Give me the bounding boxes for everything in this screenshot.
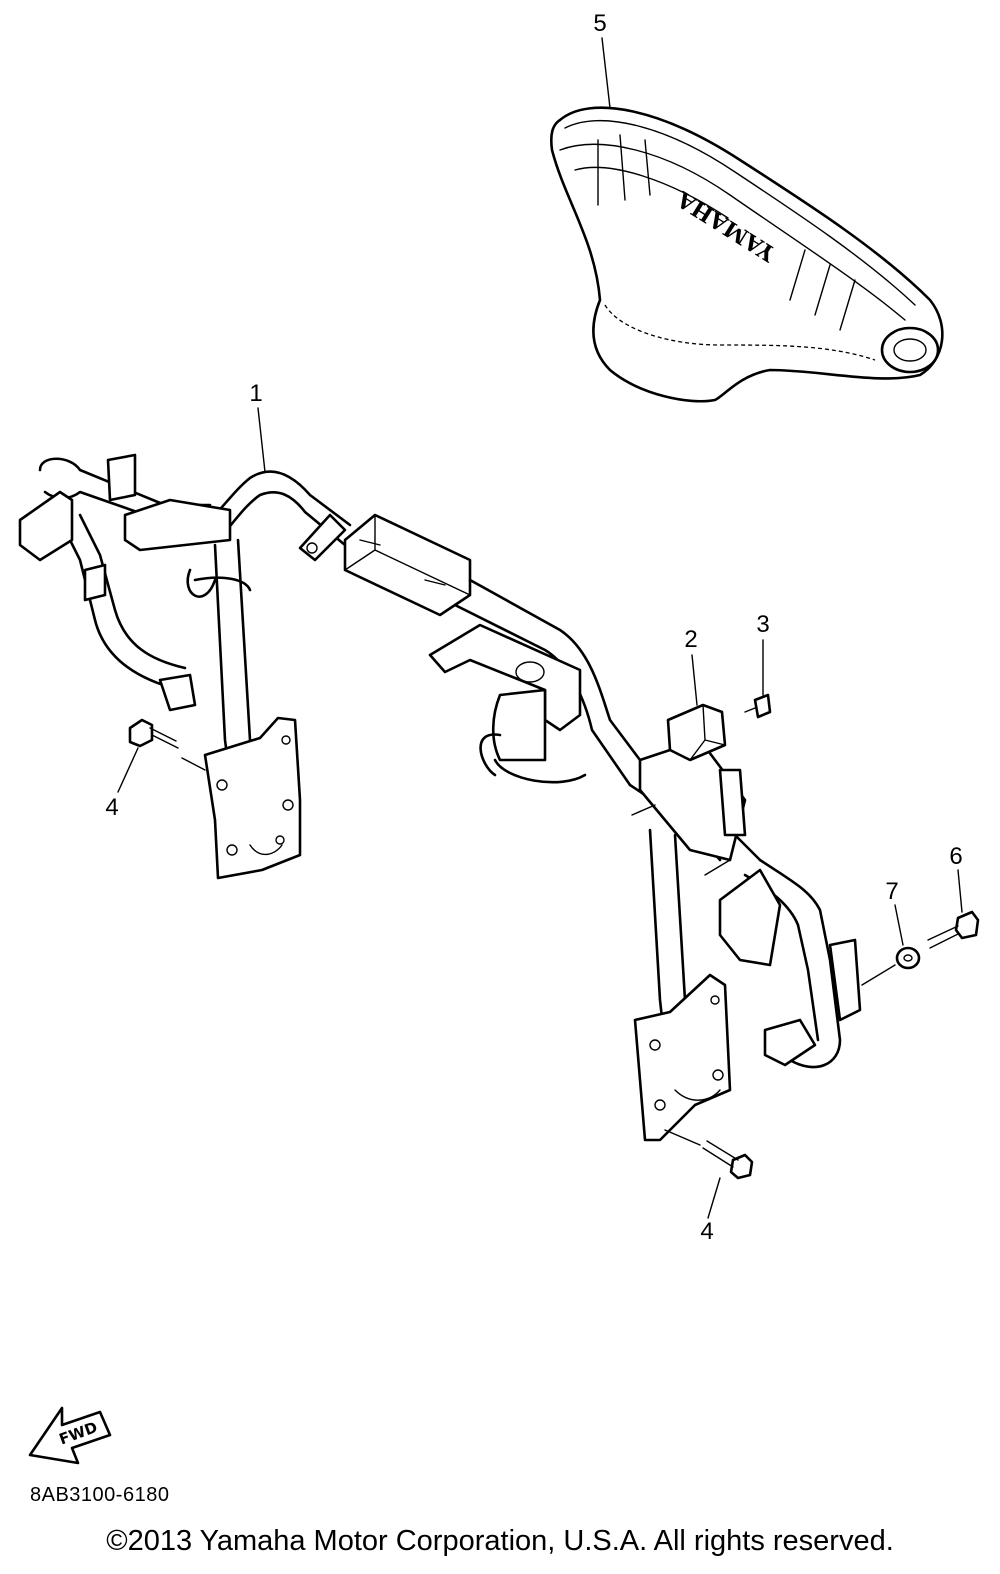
seat-part: YAMAHA bbox=[549, 106, 944, 403]
frame-part bbox=[18, 453, 862, 1142]
callout-5: 5 bbox=[593, 10, 607, 37]
bolt-six-part bbox=[927, 910, 980, 949]
callout-4-right: 4 bbox=[700, 1218, 714, 1245]
bolt-left-part bbox=[128, 718, 179, 749]
block-part bbox=[666, 703, 727, 762]
washer-part bbox=[895, 946, 921, 970]
callout-6: 6 bbox=[949, 843, 963, 870]
callout-3: 3 bbox=[756, 611, 770, 638]
callout-7: 7 bbox=[885, 878, 899, 905]
copyright-notice: ©2013 Yamaha Motor Corporation, U.S.A. A… bbox=[106, 1525, 894, 1557]
callout-4-left: 4 bbox=[105, 794, 119, 821]
callout-1: 1 bbox=[249, 380, 263, 407]
leader-lines bbox=[117, 37, 963, 1219]
part-code: 8AB3100-6180 bbox=[30, 1484, 170, 1506]
callout-2: 2 bbox=[684, 626, 698, 653]
fwd-arrow-icon: FWD bbox=[28, 1406, 112, 1465]
bolt-right-part bbox=[702, 1140, 754, 1180]
screw-part bbox=[744, 693, 772, 719]
